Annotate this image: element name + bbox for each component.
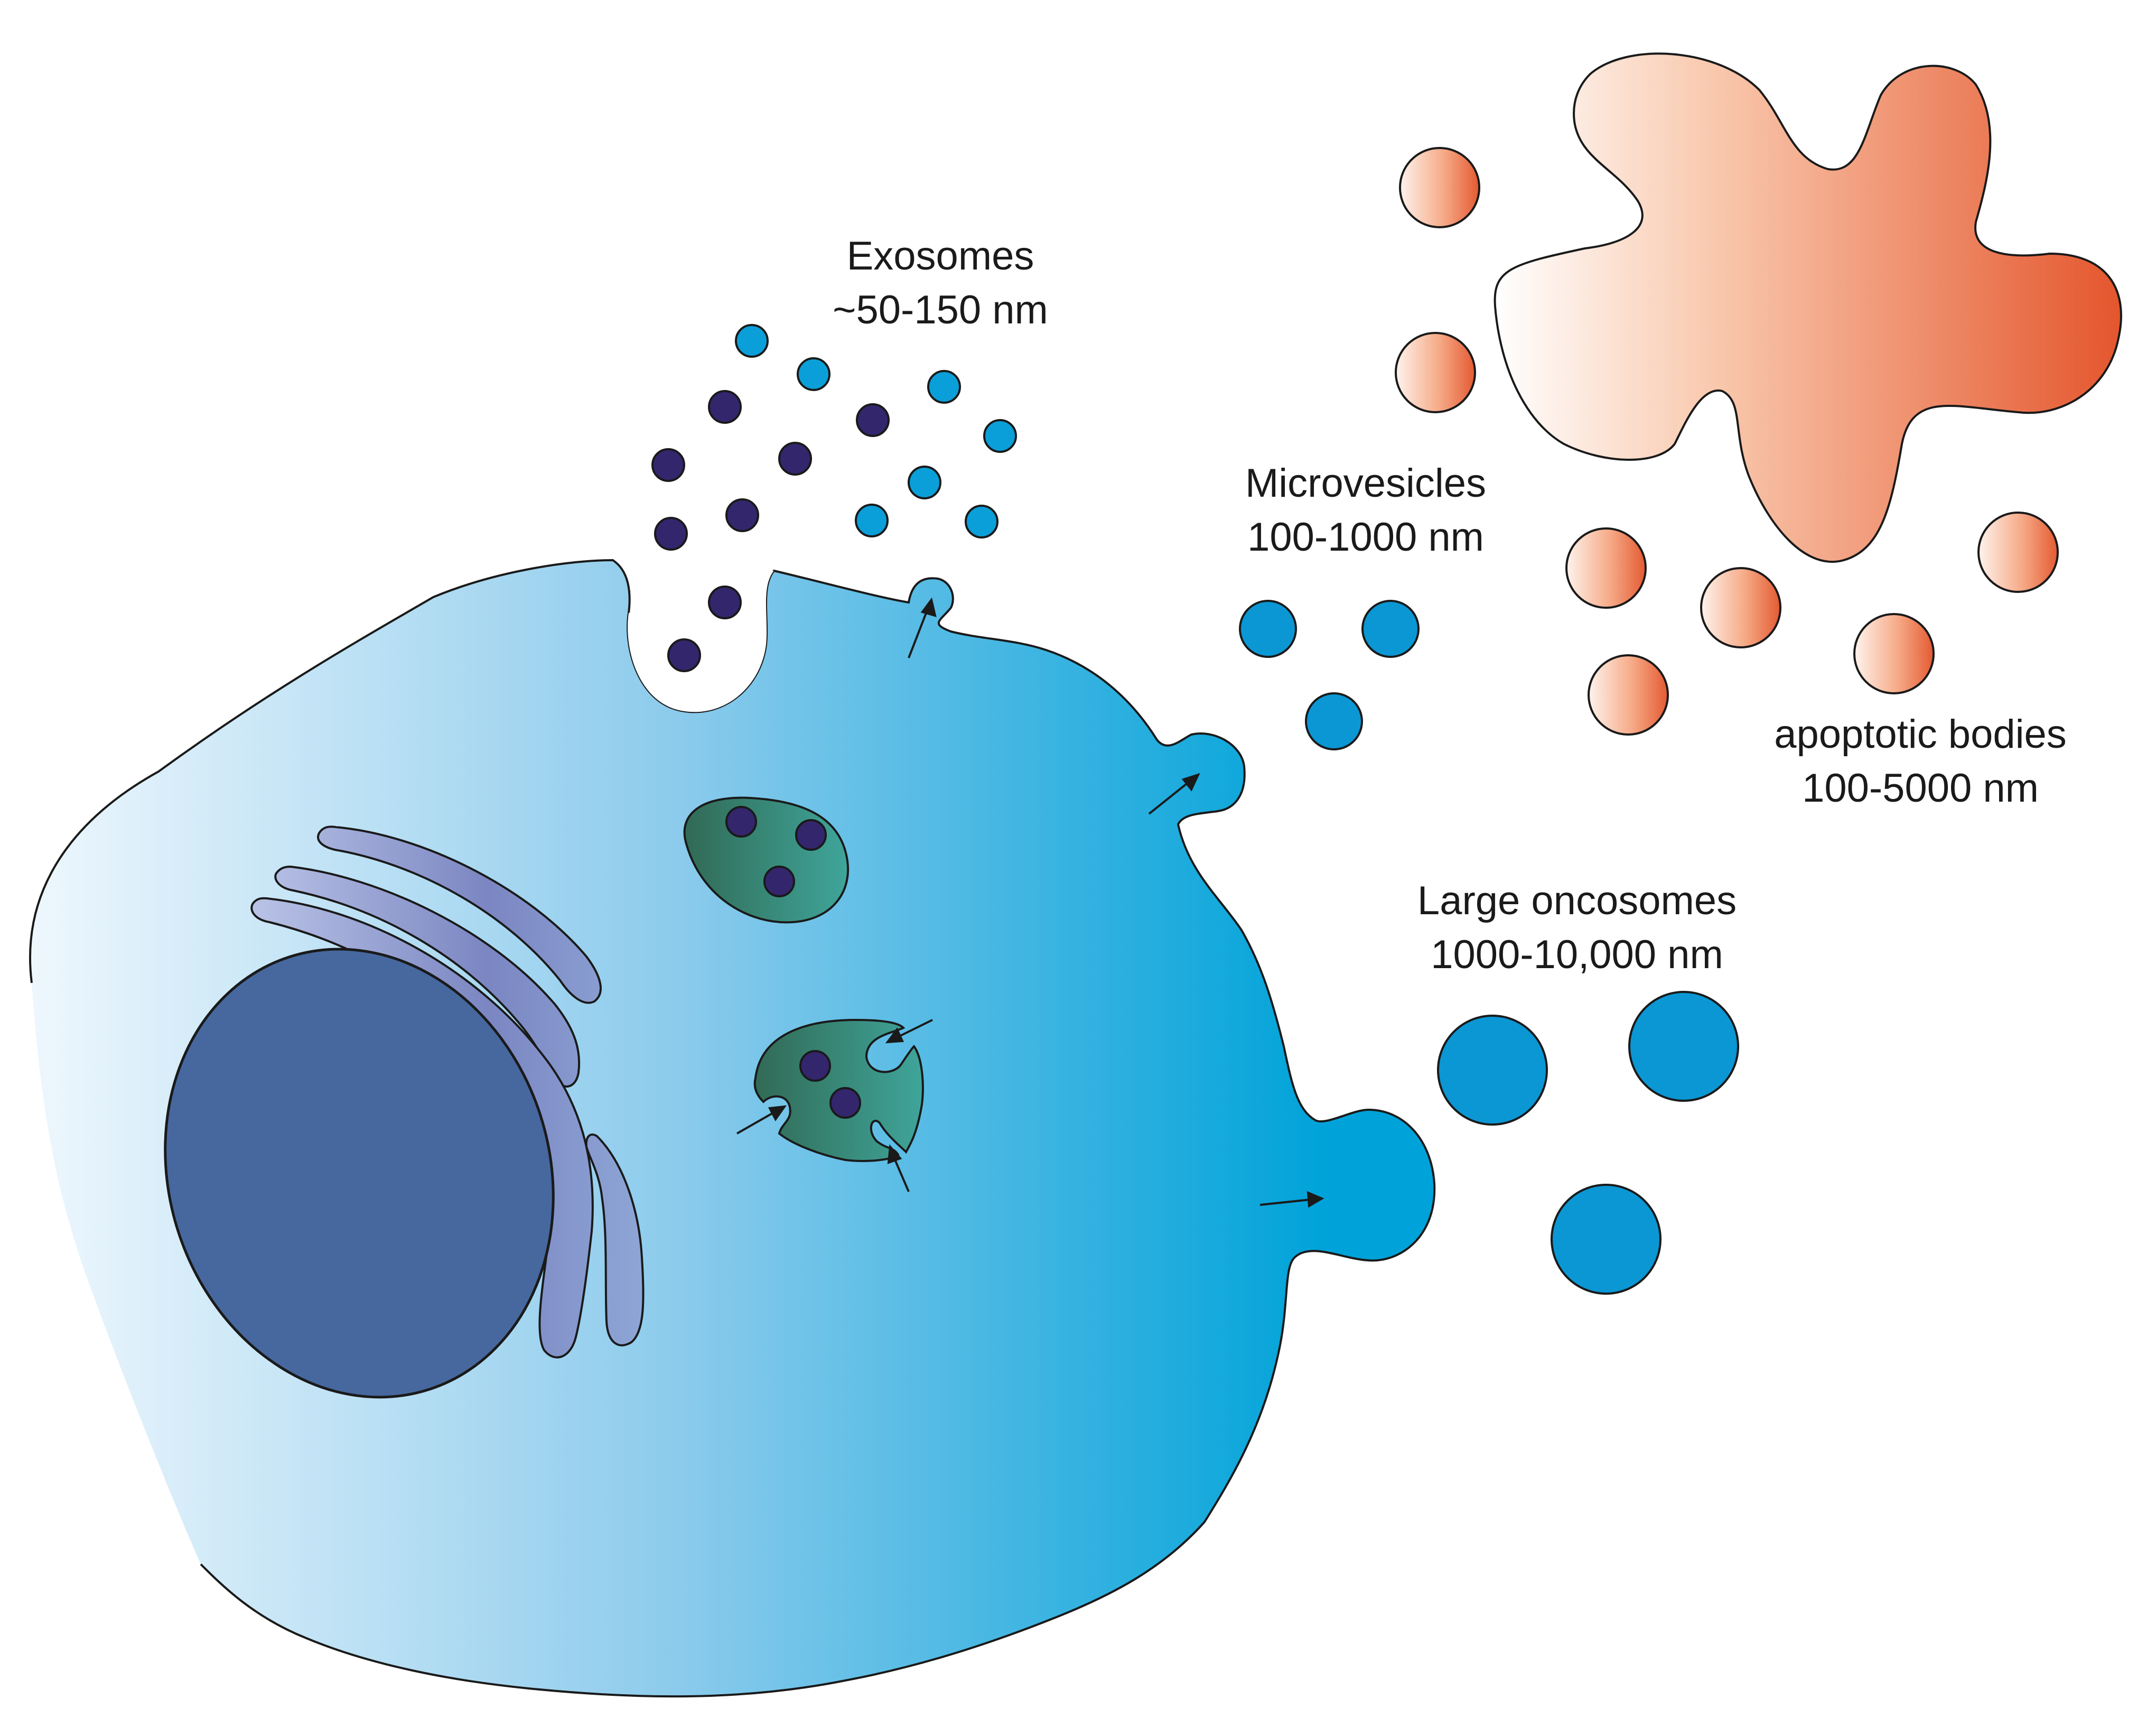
label-oncosomes-title: Large oncosomes [1417,878,1737,923]
apoptotic-body [1565,527,1647,609]
apoptotic-body [1395,332,1476,413]
intraluminal-vesicle [725,806,757,838]
label-microvesicles-title: Microvesicles [1245,461,1486,506]
apoptotic-body [1588,654,1669,736]
large-oncosome [1437,1015,1548,1126]
intraluminal-vesicle [829,1087,861,1119]
large-oncosome [1628,991,1739,1102]
intraluminal-vesicle [799,1050,831,1082]
intraluminal-vesicle [763,866,795,897]
intraluminal-vesicle [795,819,827,851]
label-exosomes-title: Exosomes [847,234,1034,278]
label-oncosomes-size: 1000-10,000 nm [1431,932,1723,977]
label-exosomes-size: ~50-150 nm [833,287,1048,332]
microvesicle [1239,600,1297,658]
apoptotic-body-large [1494,52,2122,563]
microvesicle [1305,692,1363,750]
apoptotic-body [1977,512,2059,593]
label-microvesicles-size: 100-1000 nm [1247,515,1484,560]
apoptotic-body [1853,613,1935,694]
label-apoptotic-title: apoptotic bodies [1774,712,2067,757]
apoptotic-body [1700,567,1781,648]
apoptotic-body [1399,147,1480,228]
exosome-cloud [651,324,1017,672]
large-oncosome [1551,1184,1662,1295]
microvesicle [1361,600,1420,658]
budding-arrows [736,597,1324,1208]
nucleus [164,948,555,1399]
label-apoptotic-size: 100-5000 nm [1802,766,2039,811]
